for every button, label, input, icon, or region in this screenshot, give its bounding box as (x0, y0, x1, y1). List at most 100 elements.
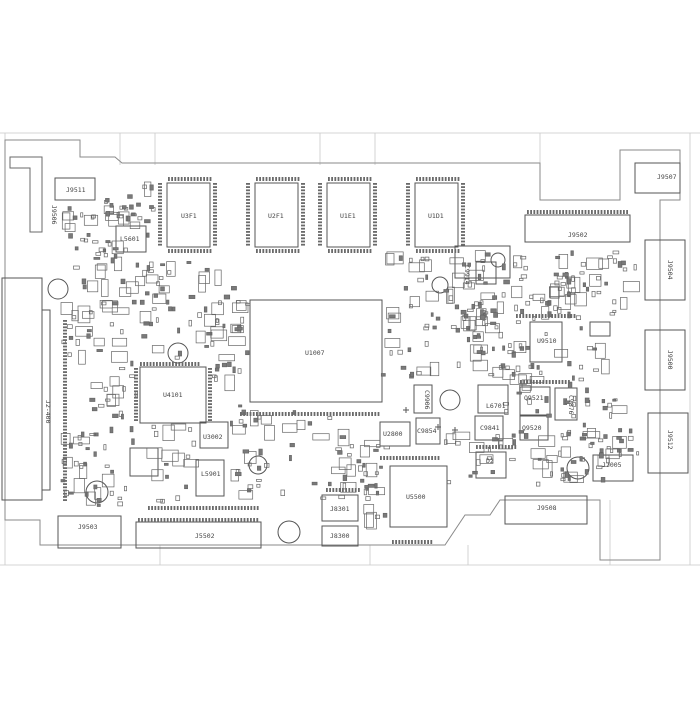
smd-part (496, 301, 504, 314)
pad (549, 210, 552, 214)
smd-part (214, 367, 220, 372)
pad (406, 192, 410, 195)
pad (281, 412, 284, 416)
pad (213, 224, 217, 227)
pad (237, 506, 240, 510)
pad (184, 362, 187, 366)
pad (134, 368, 138, 370)
pad (578, 210, 580, 214)
smd-part (117, 501, 123, 507)
smd-part (476, 459, 481, 466)
smd-part (578, 377, 584, 382)
smd-part (245, 350, 250, 356)
smd-part (64, 223, 76, 232)
smd-part (106, 394, 116, 407)
pad (234, 518, 236, 522)
smd-part (488, 373, 495, 377)
pad (434, 456, 437, 460)
smd-part (230, 420, 233, 427)
smd-part (375, 490, 380, 496)
pad (337, 177, 340, 181)
smd-part (424, 256, 430, 262)
pad (213, 189, 217, 192)
pad (154, 518, 156, 522)
smd-part (98, 247, 106, 253)
smd-part (331, 466, 346, 475)
smd-part (96, 498, 102, 503)
pad (427, 540, 429, 544)
pad (535, 314, 537, 318)
pad (369, 177, 372, 181)
smd-part (586, 257, 603, 270)
smd-part (550, 471, 553, 477)
pad (214, 518, 217, 522)
smd-part (558, 295, 571, 310)
label-u3002: U3002 (203, 433, 223, 441)
pad (156, 362, 158, 366)
smd-part (80, 237, 86, 242)
pad (134, 396, 138, 399)
smd-part (502, 345, 506, 351)
pad (63, 329, 67, 332)
pad (199, 506, 201, 510)
smd-part (482, 320, 486, 326)
pad (373, 240, 377, 243)
pad (134, 390, 138, 393)
pad (268, 177, 271, 181)
smd-part (492, 346, 495, 352)
pad (318, 186, 322, 188)
pad (213, 227, 217, 230)
pad (558, 380, 561, 384)
pad (406, 208, 410, 211)
pad (158, 208, 162, 211)
pad (246, 243, 250, 246)
smd-part (117, 496, 123, 500)
pad (373, 237, 377, 240)
pad (511, 445, 513, 449)
pad (374, 412, 377, 416)
pad (414, 540, 417, 544)
pad (63, 483, 67, 485)
pad (208, 419, 212, 421)
pad (63, 355, 67, 357)
pad (406, 221, 410, 224)
pad (195, 518, 198, 522)
pad (63, 457, 67, 460)
pad (158, 189, 162, 192)
pad (482, 445, 485, 449)
smd-part (532, 316, 536, 321)
smd-part (515, 365, 521, 373)
pad (158, 231, 162, 233)
smd-part (188, 427, 193, 432)
smd-part (108, 214, 124, 227)
pad (278, 177, 281, 181)
smd-part (95, 252, 102, 256)
smd-part (101, 473, 115, 488)
smd-part (570, 250, 574, 256)
pad (395, 540, 397, 544)
smd-part (224, 374, 235, 392)
pad (607, 210, 609, 214)
pad (373, 227, 377, 230)
smd-part (612, 299, 617, 305)
smd-part (444, 439, 448, 445)
pad (373, 183, 377, 185)
pad (63, 416, 67, 418)
smd-part (238, 404, 243, 408)
label-j9511: J9511 (66, 186, 86, 194)
smd-part (622, 267, 628, 272)
smd-part (546, 413, 552, 418)
pad (435, 249, 437, 253)
pad (140, 362, 142, 366)
smd-part (518, 430, 525, 434)
pad (557, 314, 560, 318)
pad (406, 227, 410, 230)
pad (301, 231, 305, 233)
pad (444, 249, 447, 253)
smd-part (129, 204, 134, 210)
pad (203, 177, 205, 181)
smd-part (612, 436, 627, 449)
pad (63, 480, 67, 482)
pad (461, 202, 465, 204)
